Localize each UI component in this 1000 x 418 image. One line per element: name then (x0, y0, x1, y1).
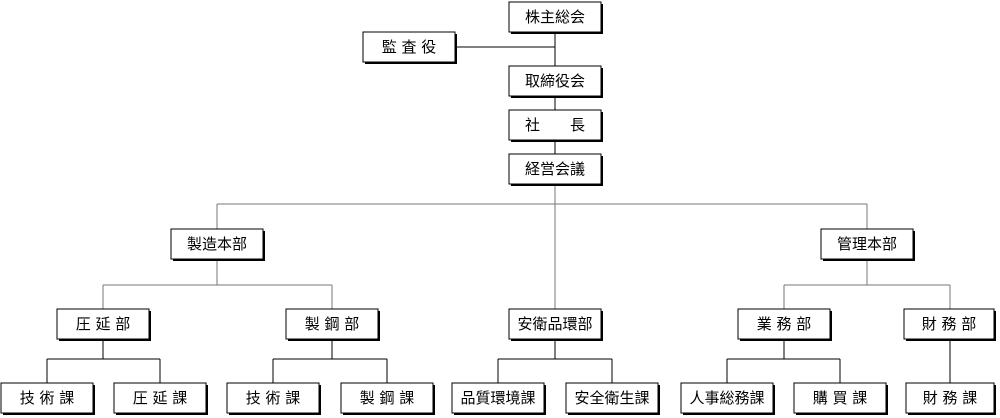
node-president: 社 長 (508, 109, 603, 142)
node-label: 技 術 課 (246, 389, 301, 407)
node-label: 監 査 役 (382, 38, 437, 56)
node-label: 財 務 課 (923, 389, 978, 407)
node-label: 人事総務課 (689, 389, 764, 407)
node-label: 業 務 部 (757, 315, 812, 333)
node-admin-hq: 管理本部 (820, 228, 915, 261)
node-label: 製造本部 (187, 235, 247, 253)
node-purchasing-section: 購 買 課 (793, 382, 888, 415)
node-safety-quality-dept: 安衛品環部 (508, 308, 603, 341)
node-label: 技 術 課 (20, 389, 75, 407)
node-rolling-tech-section: 技 術 課 (0, 382, 95, 415)
node-steel-dept: 製 鋼 部 (285, 308, 380, 341)
node-label: 品質環境課 (460, 389, 535, 407)
node-label: 安全衛生課 (574, 389, 649, 407)
node-label: 株主総会 (525, 8, 585, 26)
node-management-meeting: 経営会議 (508, 153, 603, 186)
node-label: 経営会議 (525, 160, 585, 178)
node-label: 圧 延 課 (133, 389, 188, 407)
node-board: 取締役会 (508, 65, 603, 98)
node-label: 製 鋼 部 (305, 315, 360, 333)
node-finance-dept: 財 務 部 (903, 308, 996, 341)
node-rolling-dept: 圧 延 部 (56, 308, 151, 341)
node-label: 製 鋼 課 (360, 389, 415, 407)
node-finance-section: 財 務 課 (905, 382, 996, 415)
node-hr-general-section: 人事総務課 (680, 382, 775, 415)
node-label: 取締役会 (525, 72, 585, 90)
node-label: 圧 延 部 (76, 315, 131, 333)
node-rolling-section: 圧 延 課 (113, 382, 208, 415)
node-label: 安衛品環部 (517, 315, 592, 333)
node-steel-section: 製 鋼 課 (340, 382, 435, 415)
node-manufacturing-hq: 製造本部 (170, 228, 265, 261)
node-operations-dept: 業 務 部 (737, 308, 832, 341)
node-label: 社 長 (525, 116, 585, 134)
node-quality-env-section: 品質環境課 (451, 382, 546, 415)
node-auditor: 監 査 役 (362, 31, 457, 64)
node-safety-health-section: 安全衛生課 (565, 382, 660, 415)
connector-lines (46, 32, 951, 383)
node-shareholders: 株主総会 (508, 1, 603, 34)
node-label: 購 買 課 (813, 389, 868, 407)
node-label: 財 務 部 (922, 315, 977, 333)
node-steel-tech-section: 技 術 課 (226, 382, 321, 415)
node-label: 管理本部 (837, 235, 897, 253)
